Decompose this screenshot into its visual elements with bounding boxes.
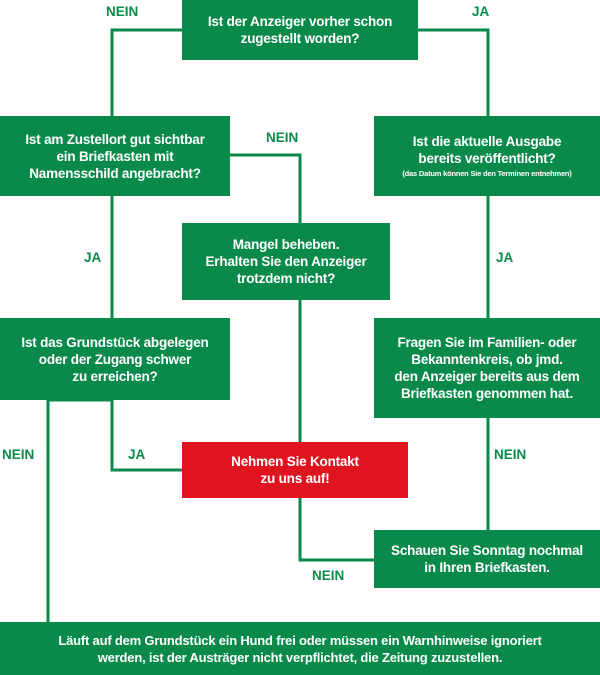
box-mailbox-visible: Ist am Zustellort gut sichtbar ein Brief… bbox=[0, 116, 230, 196]
box-remote-property: Ist das Grundstück abgelegen oder der Zu… bbox=[0, 318, 230, 400]
box-family-line-1: Fragen Sie im Familien- oder bbox=[397, 335, 577, 350]
connector-start-to-issue bbox=[416, 28, 490, 118]
label-nein-bottom-center: NEIN bbox=[312, 568, 345, 583]
label-ja-right-mid: JA bbox=[496, 250, 514, 265]
box-mailbox-line-2: ein Briefkasten mit bbox=[56, 148, 174, 164]
box-contact-us: Nehmen Sie Kontakt zu uns auf! bbox=[182, 442, 408, 498]
box-family-line-2: Bekanntenkreis, ob jmd. bbox=[411, 352, 563, 367]
label-ja-top-right: JA bbox=[472, 4, 490, 19]
box-remote-line-2: oder der Zugang schwer bbox=[38, 351, 192, 367]
box-remote-line-1: Ist das Grundstück abgelegen bbox=[21, 334, 209, 350]
label-ja-left-mid: JA bbox=[84, 250, 102, 265]
label-nein-far-left: NEIN bbox=[2, 447, 35, 462]
box-fix-line-3: trotzdem nicht? bbox=[236, 271, 336, 286]
label-ja-contact: JA bbox=[128, 447, 146, 462]
box-family-line-4: Briefkasten genommen hat. bbox=[400, 386, 574, 401]
connector-start-to-mailbox bbox=[110, 28, 184, 118]
box-dog-line-1: Läuft auf dem Grundstück ein Hund frei o… bbox=[58, 632, 542, 648]
box-mailbox-line-3: Namensschild angebracht? bbox=[29, 165, 201, 181]
box-issue-line-1: Ist die aktuelle Ausgabe bbox=[412, 134, 562, 149]
box-start-line-1: Ist der Anzeiger vorher schon bbox=[207, 14, 393, 29]
box-sunday-line-1: Schauen Sie Sonntag nochmal bbox=[391, 543, 583, 558]
connector-remote-to-contact bbox=[110, 398, 184, 472]
box-fix-defect: Mangel beheben. Erhalten Sie den Anzeige… bbox=[182, 223, 390, 300]
box-issue-note: (das Datum können Sie den Terminen entne… bbox=[402, 169, 572, 178]
connector-contact-to-sunday bbox=[298, 496, 376, 562]
box-start: Ist der Anzeiger vorher schon zugestellt… bbox=[182, 0, 418, 60]
box-fix-line-2: Erhalten Sie den Anzeiger bbox=[205, 254, 367, 269]
box-contact-line-1: Nehmen Sie Kontakt bbox=[231, 454, 359, 469]
connector-mailbox-to-fix bbox=[228, 153, 302, 225]
box-issue-line-2: bereits veröffentlicht? bbox=[418, 151, 556, 166]
box-contact-line-2: zu uns auf! bbox=[260, 471, 330, 486]
box-ask-family: Fragen Sie im Familien- oder Bekanntenkr… bbox=[374, 318, 600, 418]
box-dog-line-2: werden, ist der Austräger nicht verpflic… bbox=[97, 649, 503, 665]
box-fix-line-1: Mangel beheben. bbox=[232, 237, 340, 252]
box-remote-line-3: zu erreichen? bbox=[72, 368, 158, 384]
box-check-sunday: Schauen Sie Sonntag nochmal in Ihren Bri… bbox=[374, 530, 600, 588]
box-dog-notice: Läuft auf dem Grundstück ein Hund frei o… bbox=[0, 622, 600, 675]
box-current-issue: Ist die aktuelle Ausgabe bereits veröffe… bbox=[374, 116, 600, 196]
box-family-line-3: den Anzeiger bereits aus dem bbox=[394, 369, 580, 384]
box-mailbox-line-1: Ist am Zustellort gut sichtbar bbox=[25, 131, 205, 147]
label-nein-top-left: NEIN bbox=[106, 4, 139, 19]
label-nein-center-top: NEIN bbox=[266, 130, 299, 145]
box-start-line-2: zugestellt worden? bbox=[240, 31, 360, 46]
box-sunday-line-2: in Ihren Briefkasten. bbox=[424, 560, 550, 575]
connector-remote-to-dog bbox=[46, 398, 114, 624]
label-nein-right-low: NEIN bbox=[494, 447, 527, 462]
